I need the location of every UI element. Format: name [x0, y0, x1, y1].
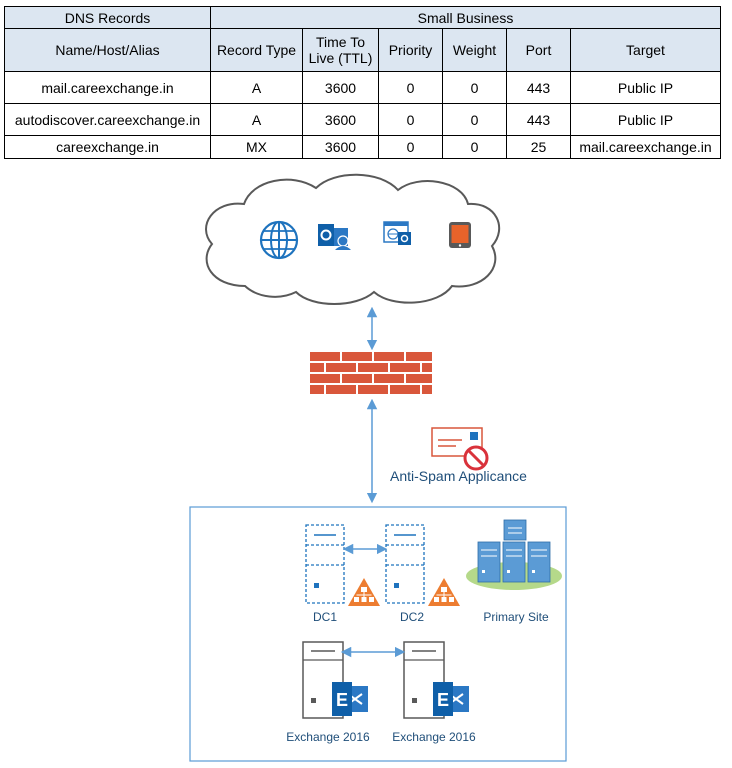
anti-spam-label: Anti-Spam Applicance	[390, 468, 527, 484]
table-cell: 0	[442, 71, 507, 104]
site-box	[189, 506, 567, 762]
exchange-icon: E	[332, 682, 368, 716]
column-header: Weight	[442, 28, 507, 72]
table-cell: 0	[442, 135, 507, 159]
svg-text:E: E	[336, 690, 348, 710]
table-row: autodiscover.careexchange.in A 3600 0 0 …	[4, 103, 721, 136]
server-icon	[305, 524, 345, 604]
server-icon	[385, 524, 425, 604]
table-cell: autodiscover.careexchange.in	[4, 103, 211, 136]
hierarchy-icon	[428, 578, 460, 606]
cloud-icon	[205, 173, 501, 305]
primary-site-label: Primary Site	[483, 610, 549, 624]
column-header: Port	[506, 28, 571, 72]
column-header: Target	[570, 28, 721, 72]
dc1-label: DC1	[312, 610, 337, 624]
table-cell: 3600	[302, 135, 379, 159]
datacenter-icon	[466, 519, 562, 590]
column-header: Record Type	[210, 28, 303, 72]
blocked-mail-icon	[431, 427, 489, 471]
svg-text:E: E	[437, 690, 449, 710]
table-cell: 25	[506, 135, 571, 159]
exchange-icon: E	[433, 682, 469, 716]
table-cell: A	[210, 103, 303, 136]
table-cell: 443	[506, 71, 571, 104]
exchange1-label: Exchange 2016	[286, 730, 370, 744]
group-label-dns: DNS Records	[4, 6, 211, 29]
exchange2-label: Exchange 2016	[392, 730, 476, 744]
outlook-icon	[318, 224, 351, 250]
table-cell: MX	[210, 135, 303, 159]
table-cell: careexchange.in	[4, 135, 211, 159]
table-row: careexchange.in MX 3600 0 0 25 mail.care…	[4, 135, 721, 159]
table-cell: Public IP	[570, 103, 721, 136]
dns-records-table: DNS Records Small Business Name/Host/Ali…	[4, 6, 721, 159]
group-label-small-business: Small Business	[210, 6, 721, 29]
hierarchy-icon	[348, 578, 380, 606]
table-cell: mail.careexchange.in	[570, 135, 721, 159]
globe-icon	[259, 220, 299, 260]
table-cell: Public IP	[570, 71, 721, 104]
tablet-icon	[449, 222, 471, 248]
table-cell: mail.careexchange.in	[4, 71, 211, 104]
firewall-icon	[310, 352, 432, 394]
table-group-header: DNS Records Small Business	[4, 6, 721, 29]
dc2-label: DC2	[399, 610, 424, 624]
web-outlook-icon	[383, 221, 411, 245]
table-cell: 0	[378, 135, 443, 159]
